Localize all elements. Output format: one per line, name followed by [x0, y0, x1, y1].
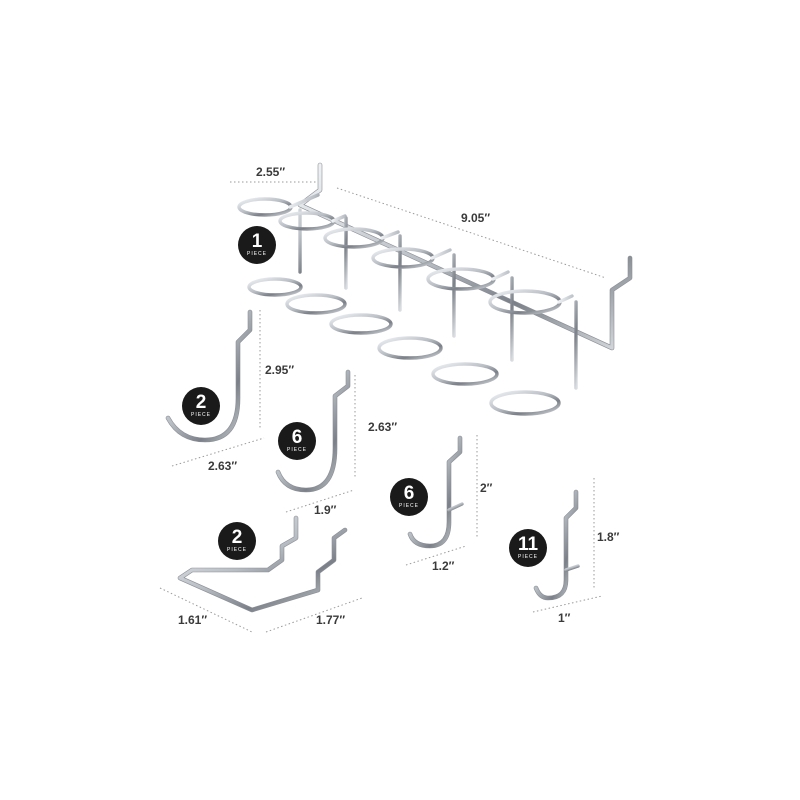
small-j-hook-illustration: [407, 435, 464, 549]
badge-unit: PIECE: [517, 554, 538, 560]
bracket-quantity-badge: 2 PIECE: [218, 522, 256, 560]
medium-j-hook-illustration: [275, 369, 354, 493]
small-j-height-label: 2″: [480, 481, 493, 495]
l-hook-height-label: 1.8″: [597, 530, 620, 544]
small-j-width-label: 1.2″: [432, 559, 455, 573]
badge-unit: PIECE: [286, 447, 307, 453]
ring-holder-illustration: [237, 162, 633, 416]
bracket-hook-illustration: [177, 515, 348, 613]
holder-width-label: 2.55″: [256, 165, 286, 179]
badge-unit: PIECE: [190, 412, 211, 418]
small-j-quantity-badge: 6 PIECE: [390, 478, 428, 516]
badge-unit: PIECE: [398, 503, 419, 509]
dimension-lines: [159, 181, 607, 633]
medium-j-height-label: 2.63″: [368, 420, 398, 434]
badge-number: 2: [195, 392, 207, 413]
medium-j-width-label: 1.9″: [314, 503, 337, 517]
l-hook-quantity-badge: 11 PIECE: [509, 529, 547, 567]
large-j-hook-illustration: [165, 309, 253, 443]
l-hook-width-label: 1″: [558, 611, 571, 625]
badge-number: 11: [517, 534, 539, 555]
badge-unit: PIECE: [246, 251, 267, 257]
badge-unit: PIECE: [226, 547, 247, 553]
holder-length-label: 9.05″: [461, 211, 491, 225]
bracket-depth-label: 1.61″: [178, 613, 208, 627]
ring-holder-quantity-badge: 1 PIECE: [238, 226, 276, 264]
badge-number: 6: [291, 427, 303, 448]
medium-j-quantity-badge: 6 PIECE: [278, 422, 316, 460]
large-j-height-label: 2.95″: [265, 363, 295, 377]
badge-number: 1: [251, 231, 263, 252]
badge-number: 6: [403, 483, 415, 504]
large-j-quantity-badge: 2 PIECE: [182, 387, 220, 425]
large-j-width-label: 2.63″: [208, 459, 238, 473]
badge-number: 2: [231, 527, 243, 548]
l-hook-illustration: [533, 489, 580, 601]
bracket-width-label: 1.77″: [316, 613, 346, 627]
